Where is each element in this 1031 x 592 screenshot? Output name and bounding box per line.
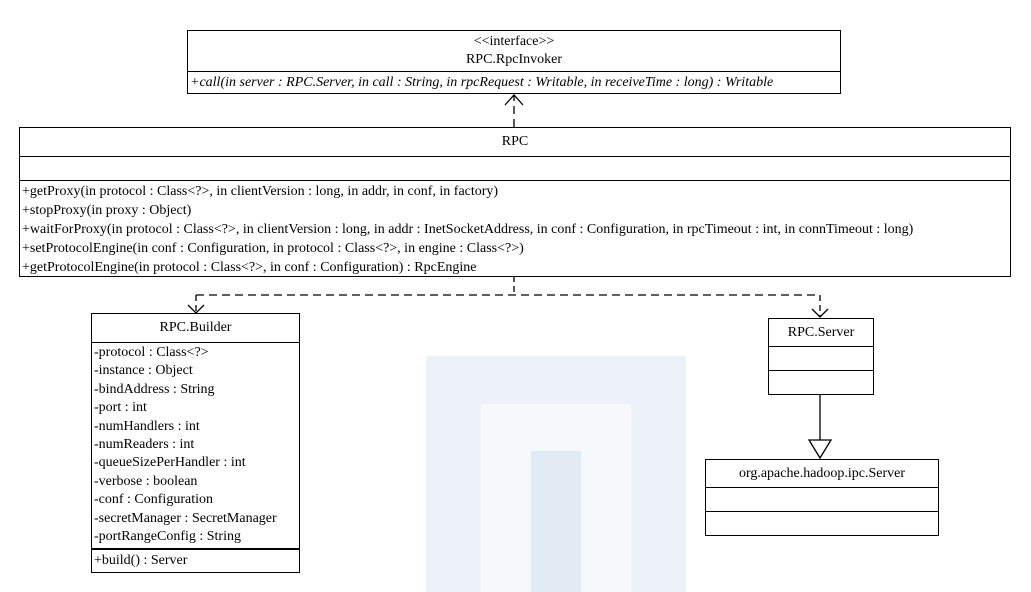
rpc-attributes [20,156,1010,180]
attribute: -portRangeConfig : String [94,529,241,545]
attribute: -verbose : boolean [94,473,198,489]
ipc-server-header: org.apache.hadoop.ipc.Server [706,460,938,487]
invoker-arrowhead [504,94,524,106]
rpc-server-class: RPC.Server [768,318,874,395]
rpc-invoker-name: RPC.RpcInvoker [465,52,563,67]
ipc-server-operations [706,511,938,535]
rpc-server-header: RPC.Server [769,319,873,346]
generalization-triangle [807,439,833,460]
attribute: -port : int [94,400,147,416]
operation: +waitForProxy(in protocol : Class<?>, in… [22,222,914,237]
ipc-server-attributes [706,487,938,511]
operation: +setProtocolEngine(in conf : Configurati… [22,241,524,256]
attribute: -secretManager : SecretManager [94,510,277,526]
operation: +call(in server : RPC.Server, in call : … [190,75,774,90]
attribute: -bindAddress : String [94,381,215,397]
rpc-operations: +getProxy(in protocol : Class<?>, in cli… [20,180,1010,277]
rpc-invoker-header: <<interface>> RPC.RpcInvoker [188,31,840,71]
ipc-server-name: org.apache.hadoop.ipc.Server [738,466,906,481]
attribute: -protocol : Class<?> [94,345,209,360]
ipc-server-class: org.apache.hadoop.ipc.Server [705,459,939,536]
rpc-builder-name: RPC.Builder [159,320,232,335]
stereotype-label: <<interface>> [473,34,555,49]
rpc-invoker-class: <<interface>> RPC.RpcInvoker +call(in se… [187,30,841,94]
operation: +stopProxy(in proxy : Object) [22,203,192,218]
rpc-name: RPC [501,134,529,149]
rpc-server-operations [769,370,873,394]
operation: +getProtocolEngine(in protocol : Class<?… [22,260,477,275]
attribute: -instance : Object [94,363,193,379]
rpc-invoker-operations: +call(in server : RPC.Server, in call : … [188,71,840,92]
attribute: -numHandlers : int [94,418,200,434]
operation: +build() : Server [94,553,188,568]
rpc-server-name: RPC.Server [787,325,855,340]
attribute: -numReaders : int [94,437,195,453]
attribute: -conf : Configuration [94,492,213,508]
rpc-builder-attributes: -protocol : Class<?> -instance : Object … [92,342,299,548]
rpc-builder-header: RPC.Builder [92,314,299,342]
operation: +getProxy(in protocol : Class<?>, in cli… [22,184,499,199]
rpc-builder-class: RPC.Builder -protocol : Class<?> -instan… [91,313,300,573]
attribute: -queueSizePerHandler : int [94,455,246,471]
rpc-server-arrowhead [811,308,829,318]
rpc-builder-operations: +build() : Server [92,548,299,570]
rpc-class: RPC +getProxy(in protocol : Class<?>, in… [19,127,1011,277]
rpc-server-attributes [769,346,873,370]
rpc-header: RPC [20,128,1010,156]
watermark-logo [426,356,686,592]
